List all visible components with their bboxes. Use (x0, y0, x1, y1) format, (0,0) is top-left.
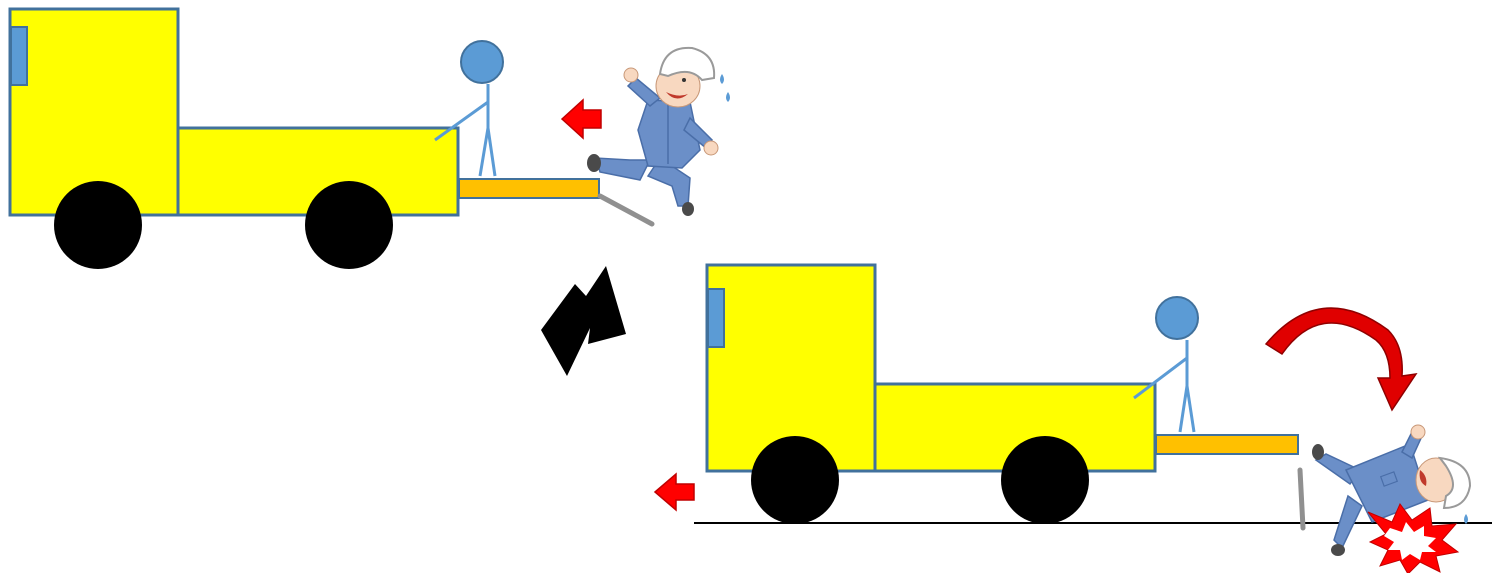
rear-wheel (305, 181, 393, 269)
worker-fist-raised (624, 68, 638, 82)
front-wheel (54, 181, 142, 269)
worker-hand-lower (704, 141, 718, 155)
rear-wheel (1001, 436, 1089, 524)
worker-shoe-front (682, 202, 694, 216)
truck-window (11, 27, 27, 85)
stick-head (1156, 297, 1198, 339)
worker-shoe-upper (1312, 444, 1324, 460)
worker-eye (682, 78, 686, 82)
front-wheel (751, 436, 839, 524)
truck-window (708, 289, 724, 347)
worker-shoe-back (587, 154, 601, 172)
worker-shoe-lower (1331, 544, 1345, 556)
worker-fist-raised (1411, 425, 1425, 439)
tail-lift-icon (459, 179, 599, 198)
ramp-edge (1300, 470, 1303, 528)
tail-lift-icon (1156, 435, 1298, 454)
stick-head (461, 41, 503, 83)
